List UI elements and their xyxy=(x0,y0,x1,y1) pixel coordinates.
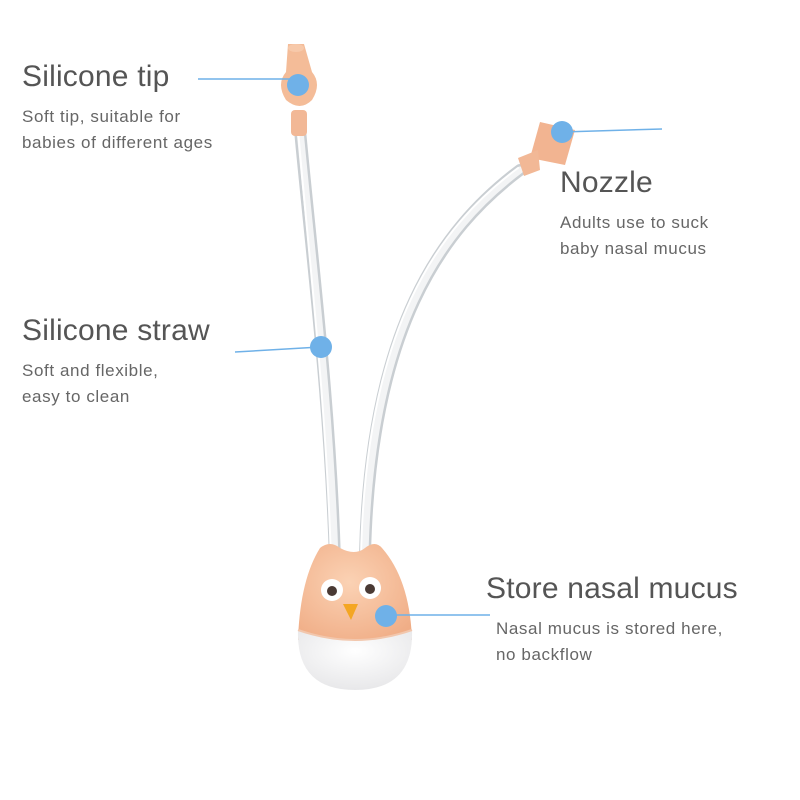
nozzle-tube xyxy=(359,164,526,561)
leader-lines xyxy=(198,78,663,616)
callout-desc-line: Soft and flexible, xyxy=(22,361,159,380)
silicone-tip-marker xyxy=(287,74,309,96)
callout-nozzle: Nozzle Adults use to suck baby nasal muc… xyxy=(560,166,709,262)
callout-desc-line: Nasal mucus is stored here, xyxy=(496,619,723,638)
callout-title: Store nasal mucus xyxy=(486,572,738,605)
callout-title: Silicone straw xyxy=(22,314,210,347)
callout-desc-line: Soft tip, suitable for xyxy=(22,107,181,126)
callout-desc-line: baby nasal mucus xyxy=(560,239,707,258)
callout-title: Nozzle xyxy=(560,166,653,199)
callout-description: Adults use to suck baby nasal mucus xyxy=(560,210,709,262)
callout-desc-line: easy to clean xyxy=(22,387,130,406)
store-marker xyxy=(375,605,397,627)
callout-desc-line: babies of different ages xyxy=(22,133,213,152)
nozzle-marker xyxy=(551,121,573,143)
callout-description: Soft tip, suitable for babies of differe… xyxy=(22,104,213,156)
callout-description: Soft and flexible, easy to clean xyxy=(22,358,210,410)
callout-desc-line: Adults use to suck xyxy=(560,213,709,232)
callout-silicone-tip: Silicone tip Soft tip, suitable for babi… xyxy=(22,60,213,156)
silicone-straw-marker xyxy=(310,336,332,358)
silicone-straw xyxy=(294,124,341,566)
callout-title: Silicone tip xyxy=(22,60,170,93)
callout-silicone-straw: Silicone straw Soft and flexible, easy t… xyxy=(22,314,210,410)
callout-desc-line: no backflow xyxy=(496,645,593,664)
callout-store-nasal-mucus: Store nasal mucus Nasal mucus is stored … xyxy=(486,572,738,668)
callout-description: Nasal mucus is stored here, no backflow xyxy=(496,616,738,668)
